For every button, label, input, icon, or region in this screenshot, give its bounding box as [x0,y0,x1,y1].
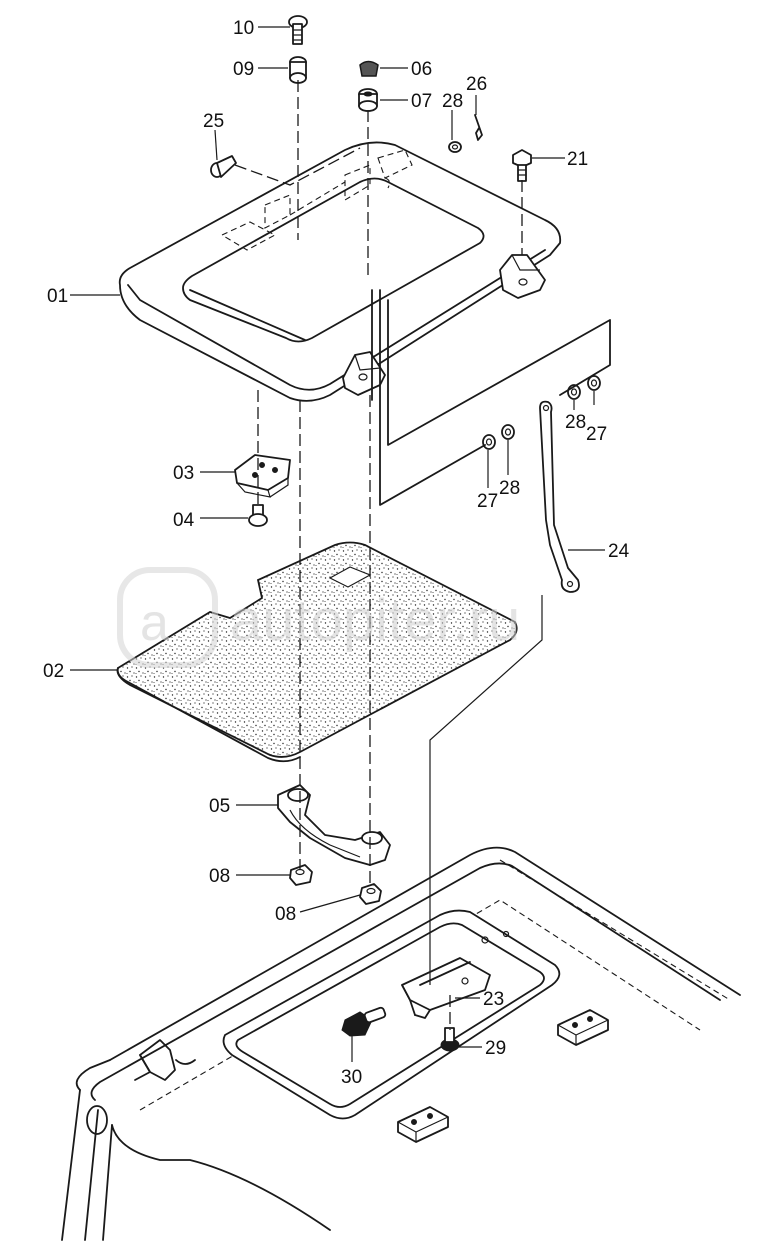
callout-04: 04 [173,510,195,531]
callout-08-lower: 08 [275,904,296,925]
pad-plate [234,454,291,498]
bushing-07 [358,88,378,112]
washer-27-left [482,434,496,450]
assembly-lines [234,80,611,1030]
roof-hatch-frame [222,909,561,1120]
callout-06: 06 [411,59,432,80]
callout-10: 10 [233,18,254,39]
bolt-21 [512,149,532,182]
cap-06 [359,60,379,77]
callout-02: 02 [43,661,64,682]
callout-26: 26 [466,74,487,95]
callout-30: 30 [341,1067,362,1088]
callout-25: 25 [203,111,224,132]
callout-07: 07 [411,91,432,112]
floor-mat [116,541,518,763]
callout-01: 01 [47,286,68,307]
callout-24: 24 [608,541,630,562]
callout-27-left: 27 [477,491,498,512]
callout-23: 23 [483,989,504,1010]
watermark: a autopiter.ru [117,567,520,668]
mount-block-bottom [397,1106,449,1143]
cab-body-hinge [86,1105,108,1135]
washer-27-right [587,375,601,391]
knob [341,1006,387,1037]
washer-28-left [501,424,515,440]
callout-03: 03 [173,463,194,484]
callout-09: 09 [233,59,254,80]
callout-27-right: 27 [586,424,607,445]
callout-28-right: 28 [565,412,586,433]
callout-08-upper: 08 [209,866,230,887]
callout-05: 05 [209,796,230,817]
cover-hinge-front [342,351,386,396]
screw-10 [288,15,308,45]
svg-text:a: a [140,594,169,652]
grab-handle [277,784,391,866]
latch-bracket [401,957,491,1019]
stay-rod [539,400,580,593]
cab-body-outline [61,846,741,1241]
bolt-29 [440,1027,460,1052]
pin-25 [210,155,237,178]
spacer-09 [289,56,307,84]
watermark-text: autopiter.ru [230,588,520,653]
washer-28-top [448,141,462,153]
callout-21: 21 [567,149,588,170]
callout-labels: 10 09 06 07 28 26 25 21 01 28 27 03 27 2… [43,18,630,1088]
pin-26 [474,114,483,141]
callout-28-left: 28 [499,478,520,499]
callout-28-top: 28 [442,91,463,112]
callout-29: 29 [485,1038,506,1059]
hatch-cover [118,141,562,402]
leader-lines [70,26,605,1062]
nut-08-lower [359,883,382,905]
bolt-04 [248,504,268,527]
nut-08-upper [289,864,313,886]
cover-hinge-right [499,254,546,299]
mount-block-right [557,1009,609,1046]
